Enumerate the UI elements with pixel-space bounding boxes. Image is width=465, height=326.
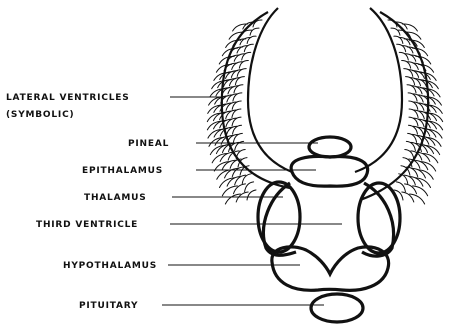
- label-thalamus: THALAMUS: [84, 193, 146, 203]
- right-wing-feather: [428, 121, 443, 130]
- left-wing-feather: [209, 137, 224, 146]
- label-lateral-ventricles: LATERAL VENTRICLES: [6, 93, 130, 103]
- left-wing-feather: [225, 194, 240, 204]
- left-wing-inner-edge: [248, 8, 292, 172]
- right-wing-feather: [388, 20, 397, 27]
- left-wing-feather: [233, 184, 245, 194]
- left-wing-feather: [208, 129, 223, 138]
- right-wing-feather: [396, 182, 405, 192]
- left-wing-feather: [250, 28, 259, 35]
- pituitary-shape: [311, 294, 363, 322]
- labels: LATERAL VENTRICLES (SYMBOLIC) PINEAL EPI…: [6, 93, 169, 311]
- label-pituitary: PITUITARY: [79, 301, 138, 311]
- right-wing-feather: [402, 192, 414, 202]
- left-wing-feather: [207, 121, 222, 130]
- left-wing-feather: [245, 182, 254, 192]
- left-wing: [207, 8, 292, 204]
- right-wing-feather: [427, 129, 442, 138]
- pineal-shape: [309, 137, 351, 157]
- right-wing-inner-edge: [355, 8, 402, 172]
- label-third-ventricle: THIRD VENTRICLE: [36, 220, 138, 230]
- right-wing-outer-edge: [360, 12, 428, 200]
- right-wing-feather: [410, 194, 425, 204]
- left-wing-feather: [247, 190, 256, 200]
- right-wing-feather: [426, 137, 441, 146]
- right-wing-feather: [391, 28, 400, 35]
- left-wing-feathers: [207, 20, 262, 204]
- label-epithalamus: EPITHALAMUS: [82, 166, 163, 176]
- label-pineal: PINEAL: [128, 139, 169, 149]
- left-wing-outer-edge: [222, 12, 290, 188]
- label-hypothalamus: HYPOTHALAMUS: [63, 261, 157, 271]
- label-lateral-ventricles-symbolic: (SYMBOLIC): [6, 110, 74, 120]
- right-wing-feather: [405, 184, 417, 194]
